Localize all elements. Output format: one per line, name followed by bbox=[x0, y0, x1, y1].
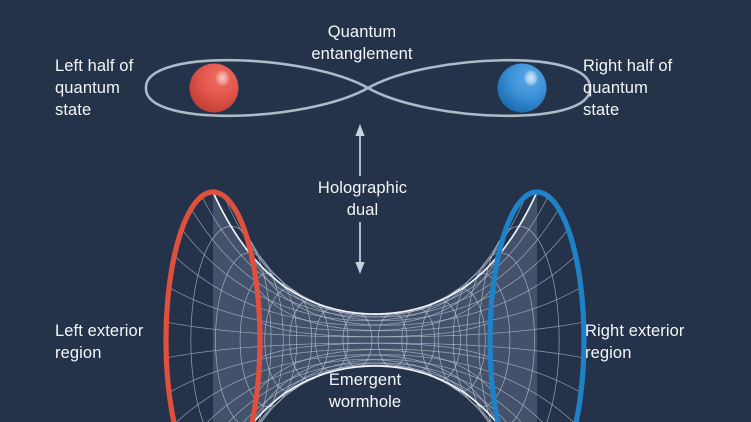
left-sphere-highlight bbox=[215, 69, 230, 87]
right-qubit-sphere bbox=[497, 63, 547, 113]
mesh-meridian bbox=[181, 228, 507, 321]
left-mouth-ring bbox=[163, 189, 263, 422]
left-exterior-region-label: Left exterior region bbox=[55, 322, 144, 362]
mesh-meridian bbox=[166, 321, 491, 338]
emergent-wormhole-label: Emergent wormhole bbox=[328, 371, 402, 411]
mesh-meridian bbox=[207, 359, 491, 422]
mesh-meridian bbox=[168, 287, 494, 332]
right-mouth-ring bbox=[487, 189, 587, 422]
mesh-meridian bbox=[176, 354, 498, 422]
holographic-dual-label: Holographic dual bbox=[317, 179, 408, 219]
mesh-meridian bbox=[174, 255, 499, 326]
mesh-meridian bbox=[259, 359, 543, 422]
entanglement-group bbox=[144, 58, 592, 118]
arrow-head-up bbox=[355, 124, 365, 136]
left-half-state-label: Left half of quantum state bbox=[55, 57, 134, 119]
mesh-meridian bbox=[168, 348, 494, 393]
right-sphere-highlight bbox=[523, 69, 539, 87]
right-half-state-label: Right half of quantum state bbox=[583, 57, 673, 119]
quantum-entanglement-title: Quantum entanglement bbox=[311, 23, 413, 63]
holographic-dual-arrow bbox=[355, 124, 365, 274]
mesh-meridian bbox=[256, 348, 582, 393]
right-exterior-region-label: Right exterior region bbox=[585, 322, 685, 362]
entanglement-lemniscate bbox=[144, 58, 592, 118]
mesh-meridian bbox=[243, 228, 569, 321]
mesh-meridian bbox=[166, 342, 491, 359]
wormhole-silhouette bbox=[212, 191, 538, 422]
left-qubit-sphere bbox=[189, 63, 239, 113]
mesh-meridian bbox=[256, 287, 582, 332]
arrow-head-down bbox=[355, 262, 365, 274]
wormhole-group bbox=[163, 189, 587, 422]
